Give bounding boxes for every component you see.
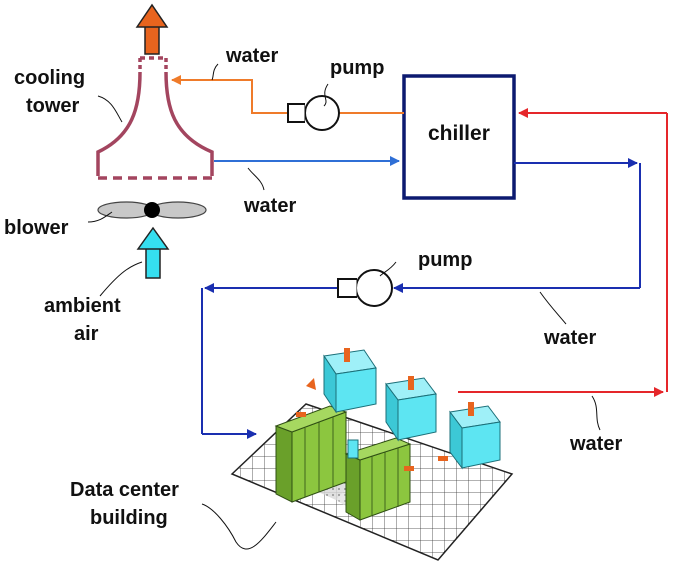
data-center-label-line1: Data center bbox=[70, 479, 179, 501]
pump-label-top: pump bbox=[330, 57, 384, 79]
chiller-box bbox=[402, 74, 516, 200]
blower-label: blower bbox=[4, 217, 69, 239]
water-label-cool: water bbox=[243, 195, 296, 217]
ambient-air-label-line1: ambient bbox=[44, 295, 121, 317]
cooling-tower-label-line1: cooling bbox=[14, 67, 85, 89]
ambient-air-arrow-icon bbox=[136, 226, 170, 279]
pump-label-mid: pump bbox=[418, 249, 472, 271]
water-label-chilled: water bbox=[543, 327, 596, 349]
data-center-label-line2: building bbox=[90, 507, 168, 529]
chilled-water-loop bbox=[201, 158, 641, 439]
water-label-warm: water bbox=[225, 45, 278, 67]
chiller-label: chiller bbox=[428, 122, 490, 145]
crac-unit-3 bbox=[449, 402, 501, 470]
crac-unit-1 bbox=[323, 348, 377, 414]
cooling-tower-label-line2: tower bbox=[26, 95, 80, 117]
leader-lines bbox=[87, 63, 601, 550]
airflow-arrows bbox=[296, 378, 448, 471]
pump-mid-icon bbox=[337, 269, 393, 307]
blower-fan-icon bbox=[97, 201, 207, 219]
pump-top-icon bbox=[287, 95, 340, 131]
cooling-tower bbox=[96, 3, 214, 180]
hot-water-loop bbox=[458, 108, 668, 397]
water-label-hot: water bbox=[569, 433, 622, 455]
crac-unit-2 bbox=[385, 376, 437, 442]
data-center-building bbox=[230, 348, 514, 561]
server-rack-row-2 bbox=[344, 437, 412, 521]
exhaust-arrow-icon bbox=[135, 3, 169, 55]
ambient-air-label-line2: air bbox=[74, 323, 99, 345]
server-rack-row-1 bbox=[274, 405, 348, 503]
